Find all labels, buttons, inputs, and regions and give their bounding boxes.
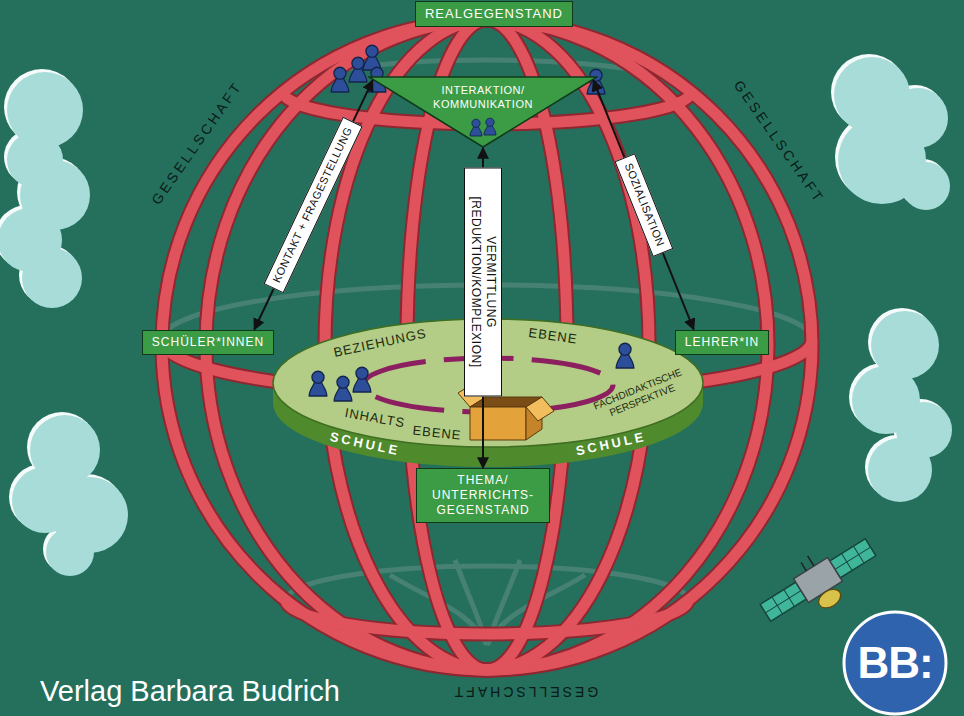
pawn <box>470 119 482 136</box>
cloud <box>902 162 950 210</box>
pawn <box>363 45 381 70</box>
teacher-box: LEHRER*IN <box>675 330 769 355</box>
pawn <box>331 67 349 92</box>
edge-label: VERMITTLUNG [REDUKTION/KOMPLEXION] <box>464 168 502 397</box>
contact-arrow <box>254 80 372 329</box>
pawn <box>349 57 367 82</box>
satellite <box>815 586 844 612</box>
cardboard-box <box>526 397 554 421</box>
object-box: REALGEGENSTAND <box>415 1 573 27</box>
school-disk-shape <box>334 376 352 401</box>
box-label: SCHÜLER*INNEN <box>152 335 264 350</box>
society-label: GESELLSCHAFT <box>452 684 598 701</box>
globe-band <box>286 600 688 634</box>
school-disk-shape <box>309 371 327 396</box>
school-disk-shape <box>616 343 634 368</box>
pawn <box>484 118 496 135</box>
satellite <box>800 556 814 571</box>
interaction-triangle: INTERAKTION/ KOMMUNIKATION <box>368 76 598 148</box>
socialisation-arrow <box>593 80 693 329</box>
globe-band <box>286 600 688 634</box>
society-label: GESELLSCHAFT <box>730 77 828 207</box>
publisher-logo: BB: <box>842 610 948 716</box>
globe-back <box>286 566 688 634</box>
publisher-name: Verlag Barbara Budrich <box>40 674 340 709</box>
box-label: LEHRER*IN <box>685 335 759 350</box>
student-box: SCHÜLER*INNEN <box>142 330 274 355</box>
topic-box: THEMA/ UNTERRICHTS- GEGENSTAND <box>416 468 550 523</box>
box-label: REALGEGENSTAND <box>425 6 563 22</box>
logo-letters: BB: <box>857 641 932 685</box>
triangle-shape <box>369 77 597 147</box>
satellite <box>760 539 876 622</box>
school-disk-shape <box>353 367 371 392</box>
cloud <box>868 438 932 502</box>
cloud <box>22 248 82 308</box>
society-label: GESELLSCHAFT <box>148 78 246 208</box>
edge-label: SOZIALISATION <box>614 153 673 256</box>
cloud <box>46 528 94 576</box>
box-label: THEMA/ UNTERRICHTS- GEGENSTAND <box>426 473 540 518</box>
triangle-label: INTERAKTION/ KOMMUNIKATION <box>418 76 548 111</box>
edge-label: KONTAKT + FRAGESTELLUNG <box>264 117 363 293</box>
logo-circle <box>844 612 946 714</box>
cardboard-box <box>470 407 526 440</box>
